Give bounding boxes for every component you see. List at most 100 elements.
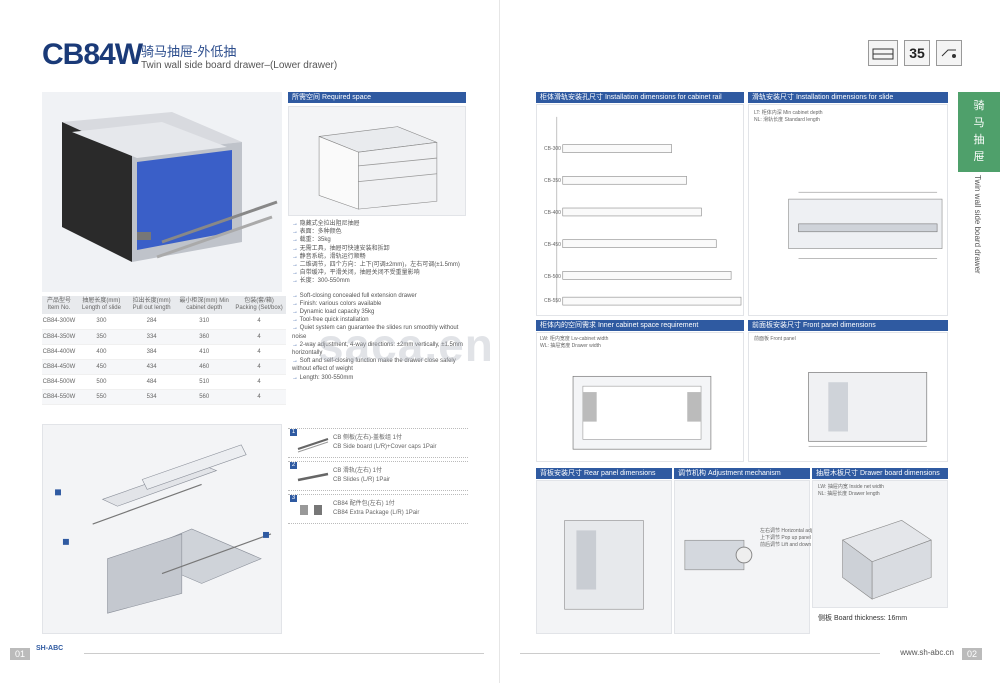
- spec-header: 产品型号 Item No.: [42, 296, 76, 314]
- product-title-en: Twin wall side board drawer–(Lower drawe…: [141, 60, 338, 71]
- table-cell: 510: [176, 374, 233, 390]
- feature-item: 二维调节，四个方向：上下(可调±2mm)，左右可调(±1.5mm): [292, 261, 467, 269]
- side-tab[interactable]: 骑 马 抽 屉: [958, 92, 1000, 172]
- cabinet-rail-diagram: [536, 104, 744, 316]
- table-cell: CB84-450W: [42, 359, 76, 375]
- table-cell: 334: [126, 329, 177, 345]
- footer-url[interactable]: www.sh-abc.cn: [900, 648, 954, 657]
- adjustment-diagram: [674, 480, 810, 634]
- feature-item: 自带缓冲，平滑关闭，抽屉关闭不受重量影响: [292, 269, 467, 277]
- section-front-panel: 前面板安装尺寸 Front panel dimensions: [748, 320, 948, 331]
- section-install-slide: 滑轨安装尺寸 Installation dimensions for slide: [748, 92, 948, 103]
- slide-install-diagram: [748, 104, 948, 316]
- exploded-diagram: [42, 424, 282, 634]
- table-cell: 500: [75, 374, 127, 390]
- feature-item: Soft and self-closing function make the …: [292, 357, 467, 373]
- accessory-en: CB Slides (L/R) 1Pair: [333, 477, 391, 483]
- feature-item: 静音系统，滑轨运行顺畅: [292, 253, 467, 261]
- front-panel-note: 前面板 Front panel: [754, 336, 796, 342]
- page-fold: [499, 0, 500, 683]
- front-panel-diagram: [748, 332, 948, 462]
- product-code: CB84W: [42, 38, 143, 71]
- rear-panel-diagram: [536, 480, 672, 634]
- side-tab-char: 抽: [973, 134, 985, 146]
- soft-close-icon: [936, 40, 962, 66]
- table-cell: 360: [176, 329, 233, 345]
- spec-header: 包装(套/箱) Packing (Set/box): [232, 296, 286, 314]
- feature-item: Finish: various colors available: [292, 300, 467, 308]
- feature-item: Soft-closing concealed full extension dr…: [292, 292, 467, 300]
- drawer-photo: [42, 92, 282, 292]
- inner-space-diagram: [536, 332, 744, 462]
- drawer-icon: [868, 40, 898, 66]
- table-cell: 410: [176, 344, 233, 360]
- spec-header: 抽屉长度(mm) Length of slide: [75, 296, 127, 314]
- required-space-diagram: [288, 106, 466, 216]
- section-inner-space: 柜体内的空间需求 Inner cabinet space requirement: [536, 320, 744, 331]
- product-title-cn: 骑马抽屉-外低抽: [141, 44, 237, 59]
- table-cell: 550: [75, 389, 127, 405]
- extra-package-icon: [300, 505, 322, 515]
- table-cell: 4: [232, 344, 286, 360]
- accessory-cn: CB84 配件包(左右) 1付: [333, 501, 395, 507]
- section-adjustment: 调节机构 Adjustment mechanism: [674, 468, 810, 479]
- side-tab-en: Twin wall side board drawer: [973, 175, 982, 274]
- side-tab-char: 骑: [973, 100, 985, 112]
- accessory-en: CB Side board (L/R)+Cover caps 1Pair: [333, 444, 437, 450]
- table-cell: 4: [232, 374, 286, 390]
- feature-item: Dynamic load capacity 35kg: [292, 308, 467, 316]
- rail-label: CB-450: [544, 242, 561, 248]
- feature-item: Quiet system can guarantee the slides ru…: [292, 324, 467, 340]
- accessory-en: CB84 Extra Package (L/R) 1Pair: [333, 510, 420, 516]
- feature-item: 长度：300-550mm: [292, 277, 467, 285]
- table-cell: 450: [75, 359, 127, 375]
- accessory-item: 1 CB 侧板(左右)-盖板组 1付 CB Side board (L/R)+Co…: [288, 428, 468, 458]
- feature-item: 无需工具，抽屉可快速安装和拆卸: [292, 245, 467, 253]
- table-cell: CB84-400W: [42, 344, 76, 360]
- feature-item: 表面：多种颜色: [292, 228, 467, 236]
- section-rear-panel: 背板安装尺寸 Rear panel dimensions: [536, 468, 672, 479]
- feature-item: 2-way adjustment, 4-way directions: ±2mm…: [292, 341, 467, 357]
- table-cell: 350: [75, 329, 127, 345]
- header-icon-group: 35: [868, 40, 962, 66]
- table-cell: 560: [176, 389, 233, 405]
- feature-item: 隐藏式全拉出阻尼抽屉: [292, 220, 467, 228]
- table-cell: 484: [126, 374, 177, 390]
- page-number-right: 02: [962, 648, 983, 660]
- rail-label: CB-300: [544, 146, 561, 152]
- table-cell: CB84-300W: [42, 314, 76, 330]
- rail-label: CB-350: [544, 178, 561, 184]
- table-cell: 384: [126, 344, 177, 360]
- accessory-list: 1 CB 侧板(左右)-盖板组 1付 CB Side board (L/R)+Co…: [288, 428, 468, 527]
- table-cell: 460: [176, 359, 233, 375]
- company-logo: SH-ABC: [36, 645, 64, 652]
- table-cell: CB84-500W: [42, 374, 76, 390]
- side-tab-char: 屉: [973, 151, 985, 163]
- accessory-number: 1: [290, 429, 297, 436]
- accessory-item: 3 CB84 配件包(左右) 1付 CB84 Extra Package (L/R…: [288, 494, 468, 524]
- accessory-number: 3: [290, 495, 297, 502]
- table-cell: CB84-350W: [42, 329, 76, 345]
- slide-rail-icon: [297, 472, 329, 482]
- section-drawer-board: 抽屉木板尺寸 Drawer board dimensions: [812, 468, 948, 479]
- rail-label: CB-500: [544, 274, 561, 280]
- table-cell: 300: [75, 314, 127, 330]
- drawer-board-diagram: [812, 480, 948, 608]
- table-cell: 400: [75, 344, 127, 360]
- left-page: [499, 0, 500, 683]
- feature-item: 载重：35kg: [292, 236, 467, 244]
- footer-line: [84, 653, 484, 654]
- feature-item: Tool-free quick installation: [292, 316, 467, 324]
- table-cell: 310: [176, 314, 233, 330]
- accessory-cn: CB 侧板(左右)-盖板组 1付: [333, 435, 403, 441]
- page-number-left: 01: [10, 648, 31, 660]
- load-35kg-icon: 35: [904, 40, 930, 66]
- section-install-cabinet: 柜体滑轨安装孔尺寸 Installation dimensions for ca…: [536, 92, 744, 103]
